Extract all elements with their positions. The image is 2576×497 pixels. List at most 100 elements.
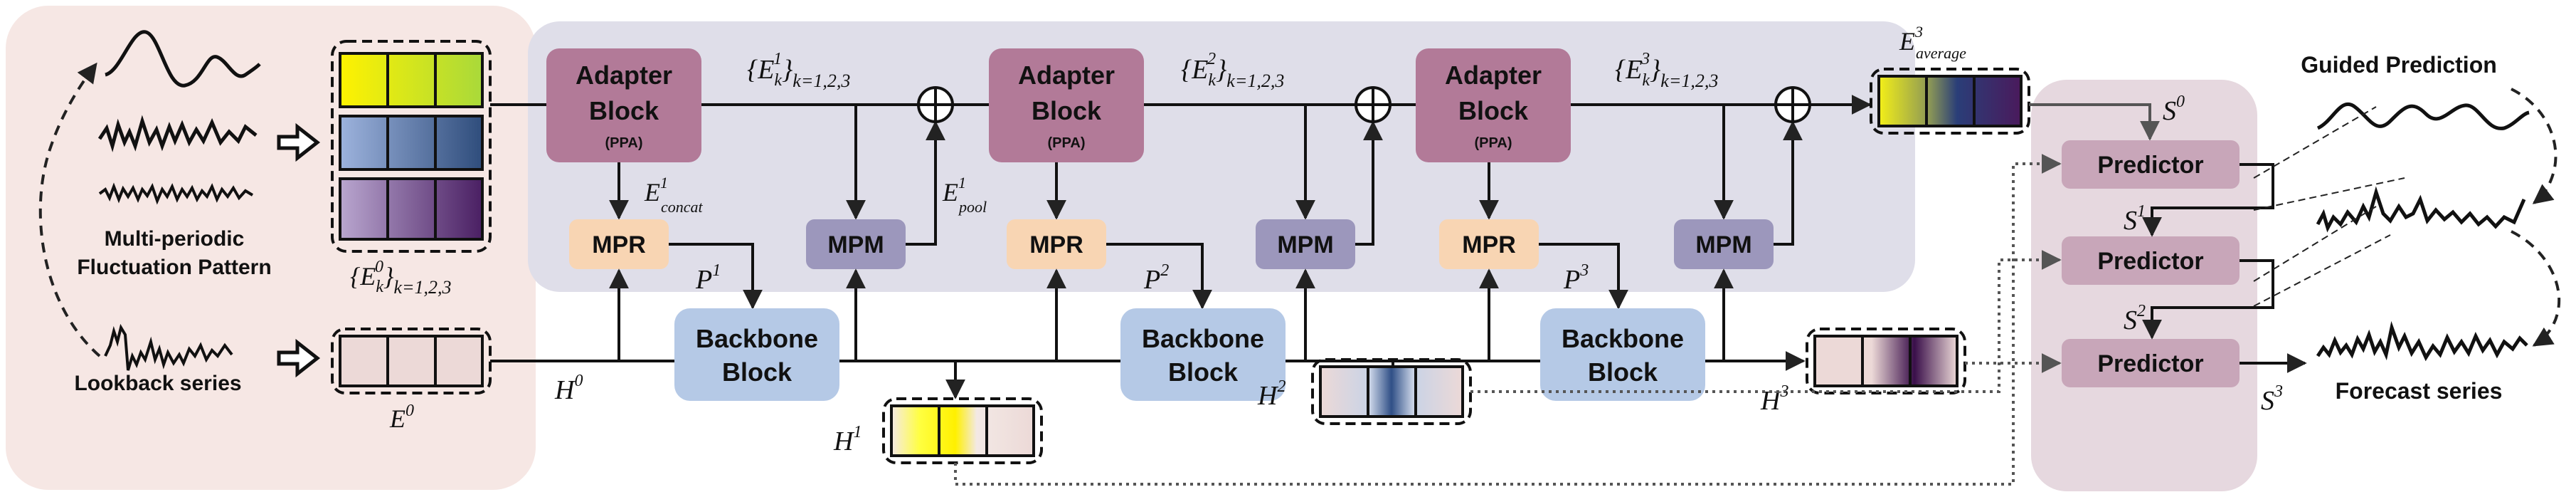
e0-label: E0	[389, 402, 414, 433]
mpr1-to-backbone1	[669, 243, 763, 310]
e-average-cells	[1877, 75, 2023, 127]
predictor-1[interactable]	[2062, 140, 2240, 189]
adapter-block-1-line1: Adapter	[576, 61, 672, 90]
s3-label: S3	[2261, 382, 2283, 416]
lookback-wave-icon	[104, 323, 233, 371]
guide-link-2a	[2253, 206, 2377, 282]
lookback-label: Lookback series	[74, 372, 241, 395]
ek0-row-2	[339, 115, 484, 171]
predictor-2[interactable]	[2062, 236, 2240, 285]
mpr3-to-backbone3	[1539, 243, 1628, 310]
multi-periodic-label-1: Multi-periodic	[105, 227, 245, 251]
h1-guide-dotted	[954, 154, 2062, 486]
backbone-block-3-line2: Block	[1588, 357, 1658, 387]
predictor-1-label: Predictor	[2097, 152, 2203, 179]
adapter-block-1-sub: (PPA)	[605, 135, 643, 151]
p2-label: P2	[1143, 261, 1169, 295]
adapter-block-2-line1: Adapter	[1018, 61, 1115, 90]
mpr-block-2[interactable]	[1007, 219, 1106, 269]
mpm3-to-plus3	[1774, 120, 1803, 246]
adapter-block-2[interactable]	[989, 48, 1144, 162]
backbone-block-2-line1: Backbone	[1142, 324, 1264, 353]
h2-label: H2	[1257, 377, 1286, 411]
guide-wave-icon-2	[2316, 186, 2526, 233]
ek1-label: {Ek1}k=1,2,3	[747, 50, 850, 91]
h3-cells	[1813, 335, 1958, 387]
adapter-block-3-sub: (PPA)	[1475, 135, 1512, 151]
backbone-block-2[interactable]	[1120, 308, 1286, 401]
wave-icon-1	[105, 30, 261, 88]
guide-wave-icon-1	[2316, 102, 2530, 130]
mpm-block-2-label: MPM	[1277, 231, 1333, 258]
wave-icon-2	[97, 115, 258, 152]
loop-dashed-arrow	[38, 62, 101, 357]
e0-dashed	[331, 328, 492, 394]
plus-icon-1	[917, 86, 954, 123]
predictor1-to-predictor2	[2142, 163, 2274, 237]
e0-cells	[339, 335, 484, 387]
backbone-block-1-line1: Backbone	[696, 324, 818, 353]
h2-cells	[1319, 365, 1464, 418]
right-curve-arrow-1	[2511, 88, 2558, 204]
mpr-block-3[interactable]	[1439, 219, 1539, 269]
guide-link-1a	[2253, 106, 2377, 179]
ek0-row-3	[339, 177, 484, 241]
backbone-block-1[interactable]	[674, 308, 839, 401]
mpm-block-2[interactable]	[1256, 219, 1355, 269]
mpr-block-1[interactable]	[569, 219, 669, 269]
adapter-block-1[interactable]	[546, 48, 701, 162]
wave-icon-3	[98, 182, 254, 205]
adapter-block-2-line2: Block	[1032, 96, 1102, 125]
mpm-block-3-label: MPM	[1695, 231, 1751, 258]
mpm-block-1-label: MPM	[827, 231, 884, 258]
plus-icon-2	[1355, 86, 1392, 123]
h1-cells	[890, 404, 1035, 457]
s0-label: S0	[2163, 93, 2185, 126]
h2-dashed	[1311, 358, 1472, 425]
adapter-block-2-sub: (PPA)	[1048, 135, 1086, 151]
h1-dashed	[882, 397, 1043, 464]
h2-guide-dotted	[1470, 250, 2062, 393]
predictor-3-label: Predictor	[2097, 350, 2203, 377]
right-curve-arrow-2	[2511, 230, 2561, 347]
hollow-arrow-icon-1	[277, 122, 321, 162]
mpm2-to-plus2	[1355, 120, 1383, 246]
mpr-block-3-label: MPR	[1462, 231, 1516, 258]
forecast-series-label: Forecast series	[2336, 378, 2503, 404]
p3-label: P3	[1563, 261, 1589, 295]
backbone-block-3[interactable]	[1540, 308, 1705, 401]
mpm1-to-plus1	[906, 120, 945, 246]
ek0-stack-dashed	[331, 40, 492, 253]
mpr2-to-backbone2	[1106, 243, 1212, 310]
mpm-block-3[interactable]	[1674, 219, 1774, 269]
h3-label: H3	[1760, 382, 1788, 416]
eavg-to-predictor1	[2029, 103, 2160, 141]
plus-icon-3	[1774, 86, 1811, 123]
predictor-3[interactable]	[2062, 339, 2240, 387]
hollow-arrow-icon-2	[277, 338, 321, 378]
forecast-wave-icon	[2316, 320, 2528, 362]
p1-label: P1	[695, 261, 721, 295]
ek0-row-1	[339, 52, 484, 108]
s1-label: S1	[2124, 202, 2146, 236]
backbone-block-2-line2: Block	[1168, 357, 1239, 387]
mpr-block-2-label: MPR	[1029, 231, 1083, 258]
guided-prediction-label: Guided Prediction	[2301, 52, 2497, 78]
mpm-block-1[interactable]	[806, 219, 906, 269]
mpr-block-1-label: MPR	[592, 231, 646, 258]
adapter-block-1-line2: Block	[589, 96, 659, 125]
h1-label: H1	[833, 423, 862, 456]
predictor-2-label: Predictor	[2097, 248, 2203, 275]
e-average-dashed	[1870, 68, 2030, 135]
backbone-block-1-line2: Block	[722, 357, 793, 387]
adapter-block-3[interactable]	[1416, 48, 1571, 162]
guide-link-1b	[2253, 177, 2405, 211]
ek3-label: {Ek3}k=1,2,3	[1615, 50, 1718, 91]
h0-label: H0	[554, 372, 583, 405]
guide-link-2b	[2253, 234, 2391, 307]
s2-label: S2	[2124, 302, 2146, 335]
